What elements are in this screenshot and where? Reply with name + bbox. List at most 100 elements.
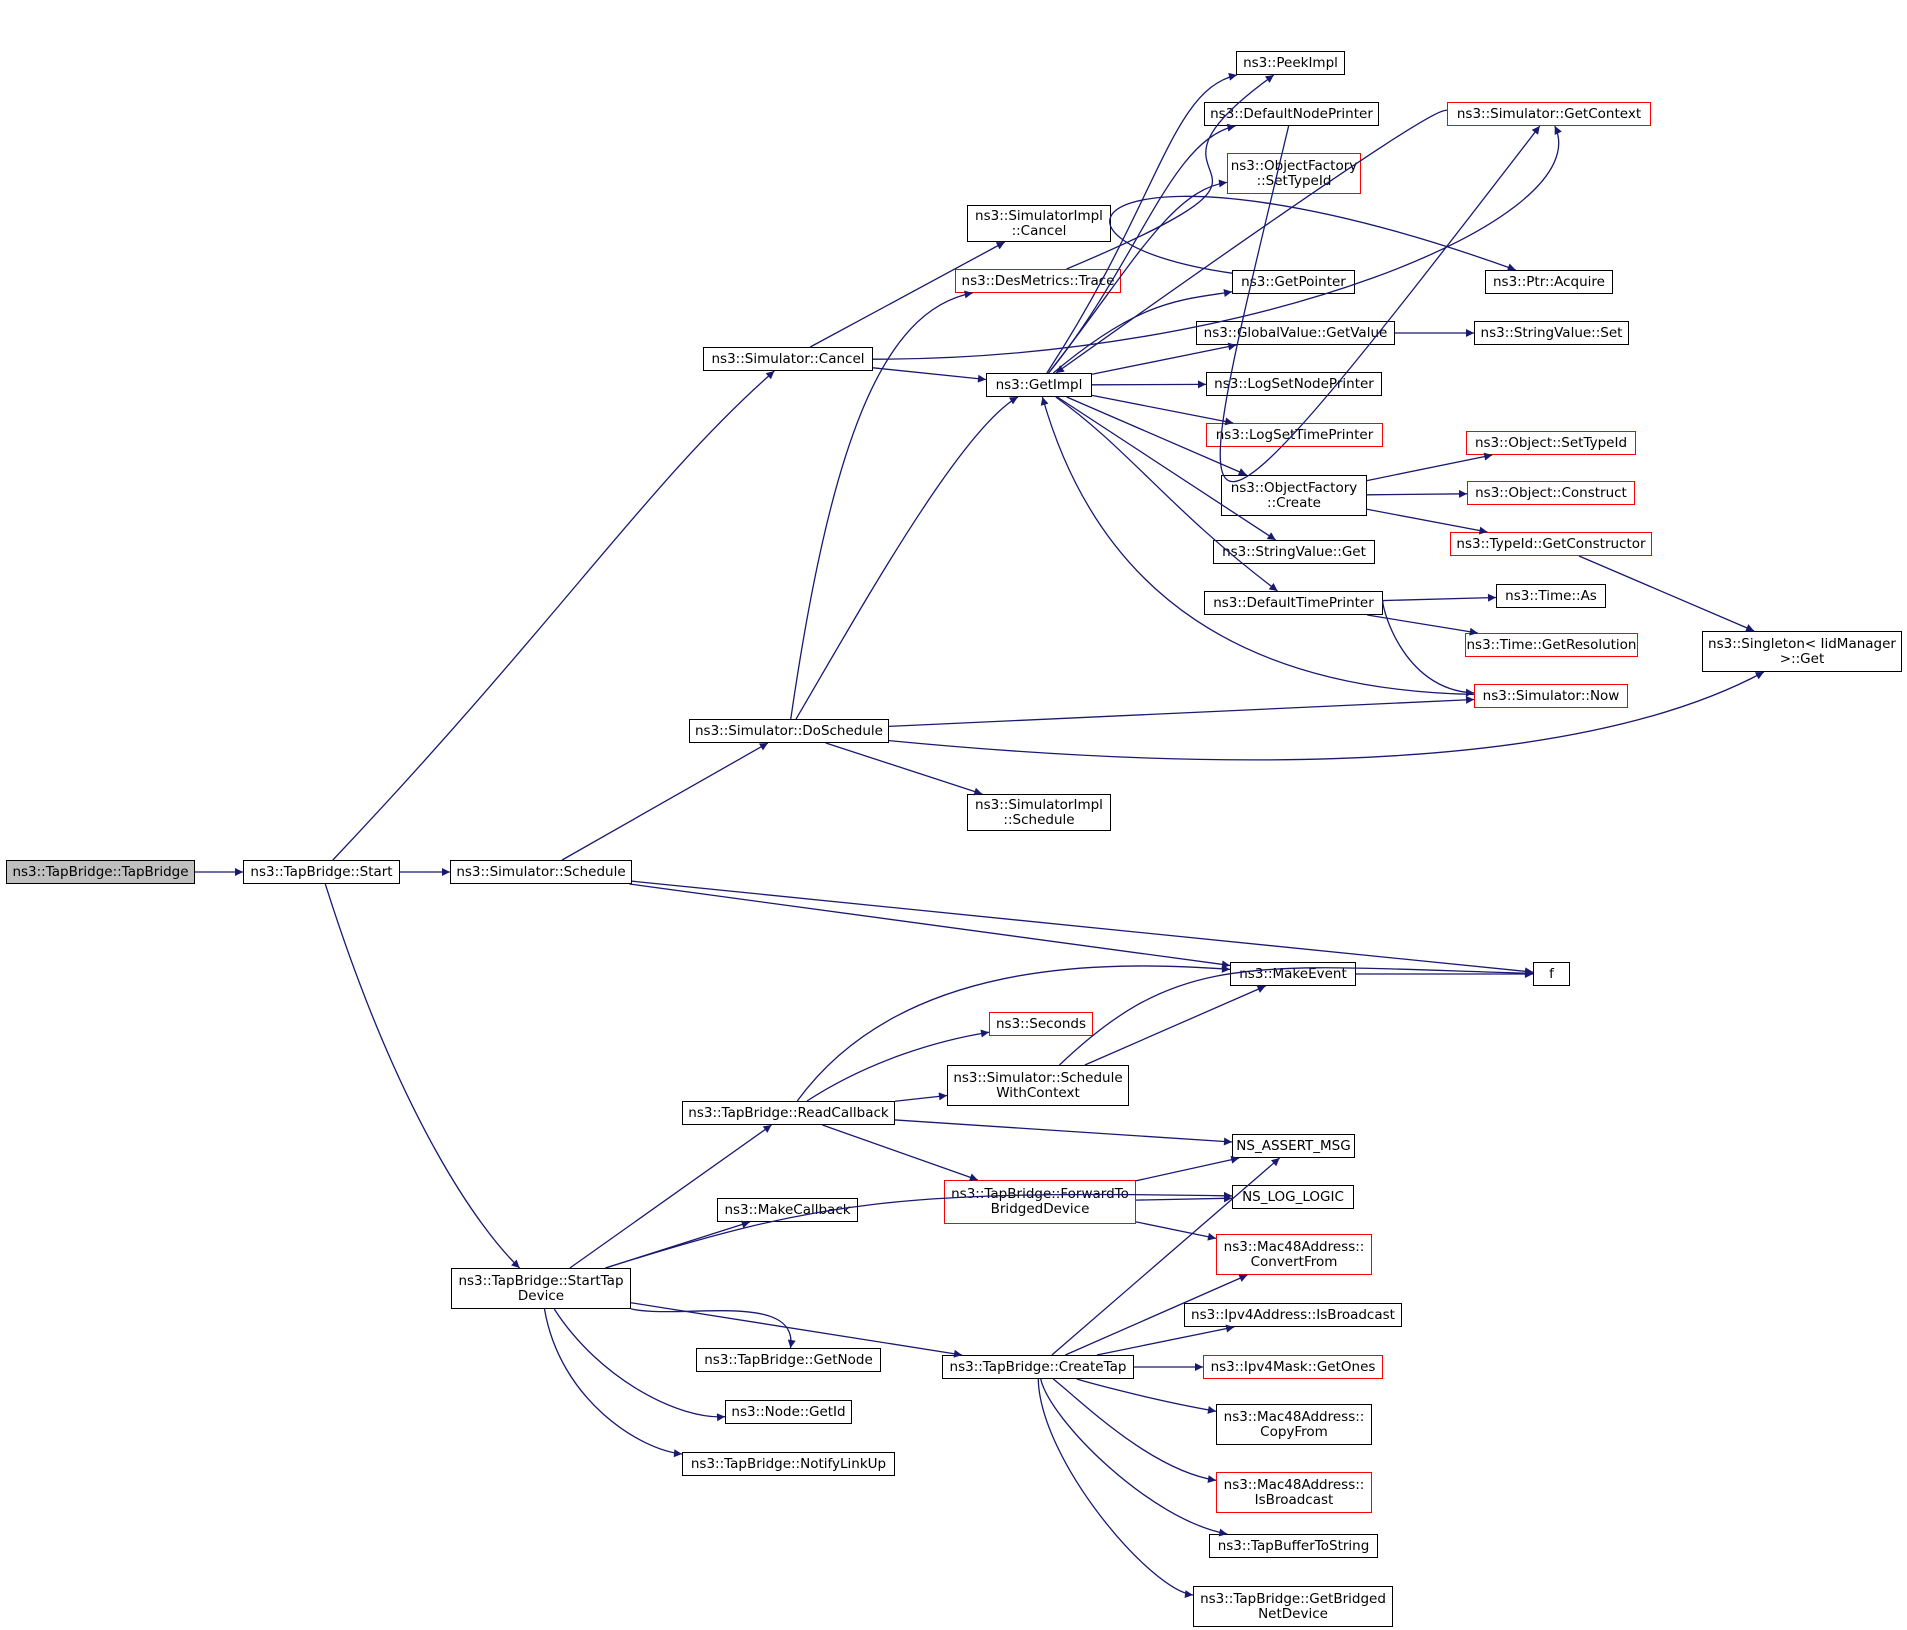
node-label-line: ns3::SimulatorImpl [975,207,1103,224]
node-simimpl-schedule[interactable]: ns3::SimulatorImpl::Schedule [967,794,1111,831]
node-label-line: ns3::StringValue::Get [1222,543,1366,560]
node-sim-doschedule[interactable]: ns3::Simulator::DoSchedule [689,719,889,743]
node-label-line: NS_ASSERT_MSG [1236,1137,1351,1154]
edge-objfactory_create-to-object_construct [1366,489,1468,498]
node-ns-log-logic[interactable]: NS_LOG_LOGIC [1232,1185,1354,1209]
node-label-line: ::Cancel [1011,222,1067,239]
node-tapbridge-getnode[interactable]: ns3::TapBridge::GetNode [696,1348,881,1372]
node-ipv4mask-getones[interactable]: ns3::Ipv4Mask::GetOnes [1203,1355,1383,1379]
node-stringvalue-set[interactable]: ns3::StringValue::Set [1474,321,1629,345]
node-label-line: NS_LOG_LOGIC [1242,1188,1344,1205]
node-label-line: ns3::SimulatorImpl [975,796,1103,813]
node-label-line: NetDevice [1258,1605,1328,1622]
edge-sim_doschedule-to-getimpl [795,396,1019,720]
edge-createtap-to-mac48_convertfrom [1065,1274,1248,1356]
node-tapbridge-ctor[interactable]: ns3::TapBridge::TapBridge [6,860,195,884]
node-label-line: ns3::TapBufferToString [1217,1537,1370,1554]
edge-desmetrics_trace-to-peekimpl [1066,74,1275,270]
node-default-node-printer[interactable]: ns3::DefaultNodePrinter [1204,102,1379,126]
node-objfactory-settypeid[interactable]: ns3::ObjectFactory::SetTypeId [1227,153,1361,194]
edge-getimpl-to-peekimpl [1046,72,1238,374]
node-ns-assert-msg[interactable]: NS_ASSERT_MSG [1232,1134,1355,1158]
node-label-line: ns3::TapBridge::CreateTap [949,1358,1127,1375]
node-default-time-printer[interactable]: ns3::DefaultTimePrinter [1204,591,1383,615]
edge-starttapdevice-to-node_getid [553,1308,726,1422]
node-label-line: ns3::PeekImpl [1243,54,1338,71]
node-stringvalue-get[interactable]: ns3::StringValue::Get [1213,540,1375,564]
edge-default_time_printer-to-time_as [1382,593,1497,602]
edge-createtap-to-tapbuffertostring [1040,1378,1228,1537]
node-tapbuffertostring[interactable]: ns3::TapBufferToString [1209,1534,1378,1558]
node-peekimpl[interactable]: ns3::PeekImpl [1236,51,1345,75]
node-label-line: ns3::ObjectFactory [1230,157,1358,174]
node-mac48-convertfrom[interactable]: ns3::Mac48Address::ConvertFrom [1216,1234,1372,1275]
node-label-line: ns3::GlobalValue::GetValue [1203,324,1388,341]
node-f[interactable]: f [1533,962,1570,986]
node-label-line: ns3::TapBridge::StartTap [458,1272,624,1289]
node-time-getresolution[interactable]: ns3::Time::GetResolution [1465,633,1638,657]
node-singleton-get[interactable]: ns3::Singleton< IidManager >::Get [1702,631,1902,672]
edge-forward_bridged-to-ns_log_logic [1135,1194,1233,1203]
edge-starttapdevice-to-notifylinkup [543,1308,683,1458]
edge-createtap-to-ns_assert_msg [1051,1157,1281,1356]
node-ipv4-isbroadcast[interactable]: ns3::Ipv4Address::IsBroadcast [1184,1303,1402,1327]
node-getpointer[interactable]: ns3::GetPointer [1232,270,1355,294]
node-seconds[interactable]: ns3::Seconds [989,1012,1093,1036]
edge-getimpl-to-default_time_printer [1055,396,1278,592]
edge-sim_cancel-to-getimpl [872,367,987,383]
node-mac48-isbroadcast[interactable]: ns3::Mac48Address::IsBroadcast [1216,1472,1372,1513]
node-label-line: CopyFrom [1260,1423,1328,1440]
node-readcallback[interactable]: ns3::TapBridge::ReadCallback [682,1101,895,1125]
node-simimpl-cancel[interactable]: ns3::SimulatorImpl::Cancel [967,205,1111,242]
edge-getimpl-to-objfactory_settypeid [1047,179,1228,374]
node-sim-schedule[interactable]: ns3::Simulator::Schedule [450,860,632,884]
node-object-settypeid[interactable]: ns3::Object::SetTypeId [1466,431,1636,455]
edge-readcallback-to-forward_bridged [822,1124,979,1182]
edge-readcallback-to-ns_assert_msg [894,1119,1233,1146]
node-sim-getcontext[interactable]: ns3::Simulator::GetContext [1447,102,1651,126]
node-notifylinkup[interactable]: ns3::TapBridge::NotifyLinkUp [682,1452,895,1476]
edge-getimpl-to-objfactory_create [1066,396,1247,476]
edge-getimpl-to-logsettimeprinter [1091,394,1234,426]
node-label-line: ns3::TapBridge::GetNode [704,1351,873,1368]
node-node-getid[interactable]: ns3::Node::GetId [725,1400,852,1424]
node-makeevent[interactable]: ns3::MakeEvent [1230,962,1356,986]
node-tapbridge-start[interactable]: ns3::TapBridge::Start [243,860,400,884]
node-label-line: ::Schedule [1003,811,1075,828]
node-typeid-getconstructor[interactable]: ns3::TypeId::GetConstructor [1450,532,1652,556]
node-label-line: Device [517,1287,565,1304]
edge-getpointer-to-ptr_acquire [1109,195,1516,274]
node-label-line: ns3::Simulator::Now [1482,687,1620,704]
node-label-line: ns3::Mac48Address:: [1223,1476,1365,1493]
node-label-line: ns3::Simulator::Schedule [456,863,626,880]
node-getimpl[interactable]: ns3::GetImpl [986,373,1092,397]
node-ptr-acquire[interactable]: ns3::Ptr::Acquire [1485,270,1613,294]
node-label-line: ns3::TapBridge::ForwardTo [951,1186,1129,1202]
edge-readcallback-to-makeevent [796,964,1231,1102]
node-object-construct[interactable]: ns3::Object::Construct [1467,481,1635,505]
edge-default_time_printer-to-sim_now [1382,599,1475,697]
node-objfactory-create[interactable]: ns3::ObjectFactory::Create [1221,475,1367,516]
node-label-line: ConvertFrom [1250,1253,1338,1270]
node-label-line: ns3::LogSetTimePrinter [1215,426,1374,443]
node-createtap[interactable]: ns3::TapBridge::CreateTap [942,1355,1134,1379]
edge-sim_doschedule-to-singleton_get [888,671,1765,761]
node-label-line: ns3::ObjectFactory [1230,479,1358,496]
node-mac48-copyfrom[interactable]: ns3::Mac48Address::CopyFrom [1216,1404,1372,1445]
edge-createtap-to-ipv4_isbroadcast [1096,1324,1235,1356]
node-time-as[interactable]: ns3::Time::As [1496,584,1606,608]
node-sim-now[interactable]: ns3::Simulator::Now [1474,684,1628,708]
node-label-line: ns3::Seconds [996,1015,1086,1032]
node-label-line: ns3::Simulator::DoSchedule [695,722,883,739]
node-sim-cancel[interactable]: ns3::Simulator::Cancel [703,347,873,371]
edge-starttapdevice-to-tapbridge_getnode [630,1308,796,1349]
node-logsettimeprinter[interactable]: ns3::LogSetTimePrinter [1206,423,1383,447]
edge-forward_bridged-to-mac48_convertfrom [1135,1221,1217,1241]
edge-getimpl-to-default_node_printer [1048,123,1236,374]
node-globalvalue-getvalue[interactable]: ns3::GlobalValue::GetValue [1196,321,1395,345]
node-desmetrics-trace[interactable]: ns3::DesMetrics::Trace [955,269,1121,293]
